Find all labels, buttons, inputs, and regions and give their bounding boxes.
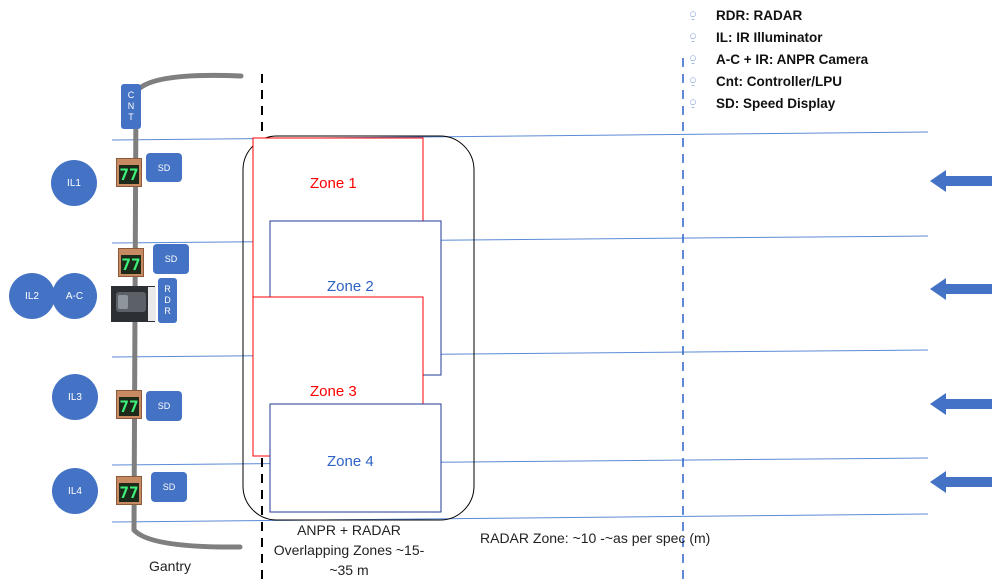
radar-zone-caption: RADAR Zone: ~10 -~as per spec (m) bbox=[480, 530, 711, 546]
controller-letter: T bbox=[128, 112, 134, 122]
legend-label: Cnt: Controller/LPU bbox=[716, 73, 842, 89]
radar-bullet-icon: ⍜ bbox=[690, 53, 696, 65]
radar-bullet-icon: ⍜ bbox=[690, 75, 696, 87]
zone-4-label: Zone 4 bbox=[327, 453, 374, 470]
radar-bullet-icon: ⍜ bbox=[690, 9, 696, 21]
speed-display-unit-2: 77 bbox=[118, 248, 144, 277]
overlap-caption: ANPR + RADAR Overlapping Zones ~15- ~35 … bbox=[256, 520, 442, 580]
zone-3-label: Zone 3 bbox=[310, 383, 357, 400]
speed-value: 77 bbox=[119, 483, 139, 502]
lane-line-3 bbox=[111, 349, 929, 358]
zone-2-label: Zone 2 bbox=[327, 278, 374, 295]
zone-1-label: Zone 1 bbox=[310, 175, 357, 192]
illuminator-3: IL3 bbox=[52, 374, 98, 420]
controller-letter: N bbox=[127, 101, 135, 111]
speed-display-label-1: SD bbox=[146, 153, 182, 182]
lane-line-1 bbox=[111, 131, 929, 141]
radar-letter: R bbox=[164, 284, 171, 294]
legend-label: IL: IR Illuminator bbox=[716, 29, 823, 45]
speed-display-label-2: SD bbox=[153, 244, 189, 274]
overlap-caption-line-2: Overlapping Zones ~15- bbox=[273, 542, 425, 558]
anpr-camera-circle: A-C bbox=[52, 273, 97, 319]
gantry-label: Gantry bbox=[148, 558, 191, 574]
radar-box: R D R bbox=[158, 278, 177, 323]
controller-letter: C bbox=[127, 90, 135, 100]
anpr-camera-icon bbox=[111, 286, 156, 322]
arrow-icon bbox=[930, 278, 992, 300]
arrow-icon bbox=[930, 393, 992, 415]
legend-label: RDR: RADAR bbox=[716, 7, 803, 23]
speed-display-unit-4: 77 bbox=[116, 476, 142, 505]
speed-display-unit-1: 77 bbox=[116, 158, 142, 187]
illuminator-2: IL2 bbox=[9, 273, 55, 319]
overlap-region bbox=[242, 135, 475, 521]
speed-value: 77 bbox=[119, 397, 139, 416]
radar-letter: R bbox=[164, 306, 171, 316]
speed-display-unit-3: 77 bbox=[116, 390, 142, 419]
legend-label: A-C + IR: ANPR Camera bbox=[716, 51, 869, 67]
legend-item: ⍜ A-C + IR: ANPR Camera bbox=[690, 48, 868, 70]
illuminator-1: IL1 bbox=[51, 160, 97, 206]
lane-line-5 bbox=[111, 513, 929, 523]
zone-4-box bbox=[269, 403, 442, 513]
arrow-icon bbox=[930, 170, 992, 192]
legend: ⍜ RDR: RADAR ⍜ IL: IR Illuminator ⍜ A-C … bbox=[690, 4, 868, 114]
radar-letter: D bbox=[164, 295, 171, 305]
controller-box: C N T bbox=[121, 84, 141, 129]
legend-item: ⍜ SD: Speed Display bbox=[690, 92, 868, 114]
overlap-caption-line-3: ~35 m bbox=[329, 562, 369, 578]
speed-display-label-3: SD bbox=[146, 391, 182, 421]
legend-item: ⍜ RDR: RADAR bbox=[690, 4, 868, 26]
illuminator-4: IL4 bbox=[52, 468, 98, 514]
arrow-icon bbox=[930, 471, 992, 493]
traffic-arrows bbox=[930, 170, 992, 493]
radar-bullet-icon: ⍜ bbox=[690, 97, 696, 109]
radar-bullet-icon: ⍜ bbox=[690, 31, 696, 43]
lane-line-2 bbox=[111, 235, 929, 244]
legend-label: SD: Speed Display bbox=[716, 95, 836, 111]
speed-value: 77 bbox=[119, 165, 139, 184]
legend-item: ⍜ IL: IR Illuminator bbox=[690, 26, 868, 48]
lane-line-4 bbox=[111, 457, 929, 466]
speed-display-label-4: SD bbox=[151, 472, 187, 502]
lane-lines bbox=[111, 131, 929, 523]
overlap-caption-line-1: ANPR + RADAR bbox=[297, 522, 401, 538]
legend-item: ⍜ Cnt: Controller/LPU bbox=[690, 70, 868, 92]
speed-value: 77 bbox=[121, 255, 141, 274]
